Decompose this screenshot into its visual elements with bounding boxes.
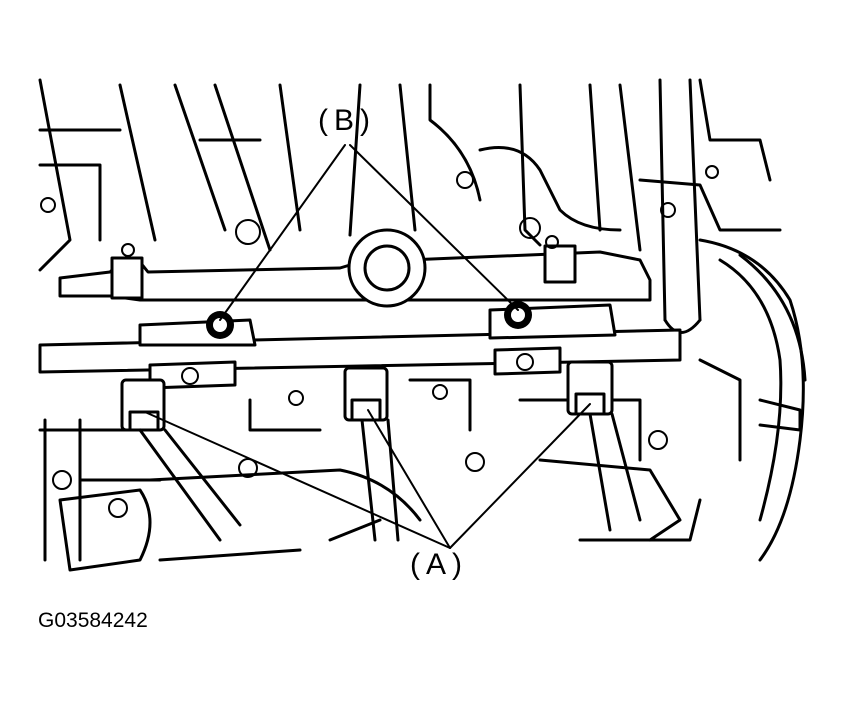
leader-lines-a — [144, 403, 591, 549]
callout-b: (B) — [318, 104, 376, 137]
engine-background — [38, 78, 807, 562]
rail-bolt-left — [206, 311, 234, 339]
injector-right — [566, 360, 642, 532]
vertical-hose — [658, 78, 702, 334]
injector-center — [343, 366, 400, 542]
leader-lines-b — [219, 144, 519, 321]
upper-fuel-pipe — [58, 228, 652, 308]
rail-bolt-right — [504, 301, 532, 329]
figure-id: G03584242 — [38, 609, 148, 632]
lower-engine-body — [38, 378, 702, 572]
callout-a: (A) — [410, 548, 468, 581]
injector-left — [120, 378, 242, 542]
